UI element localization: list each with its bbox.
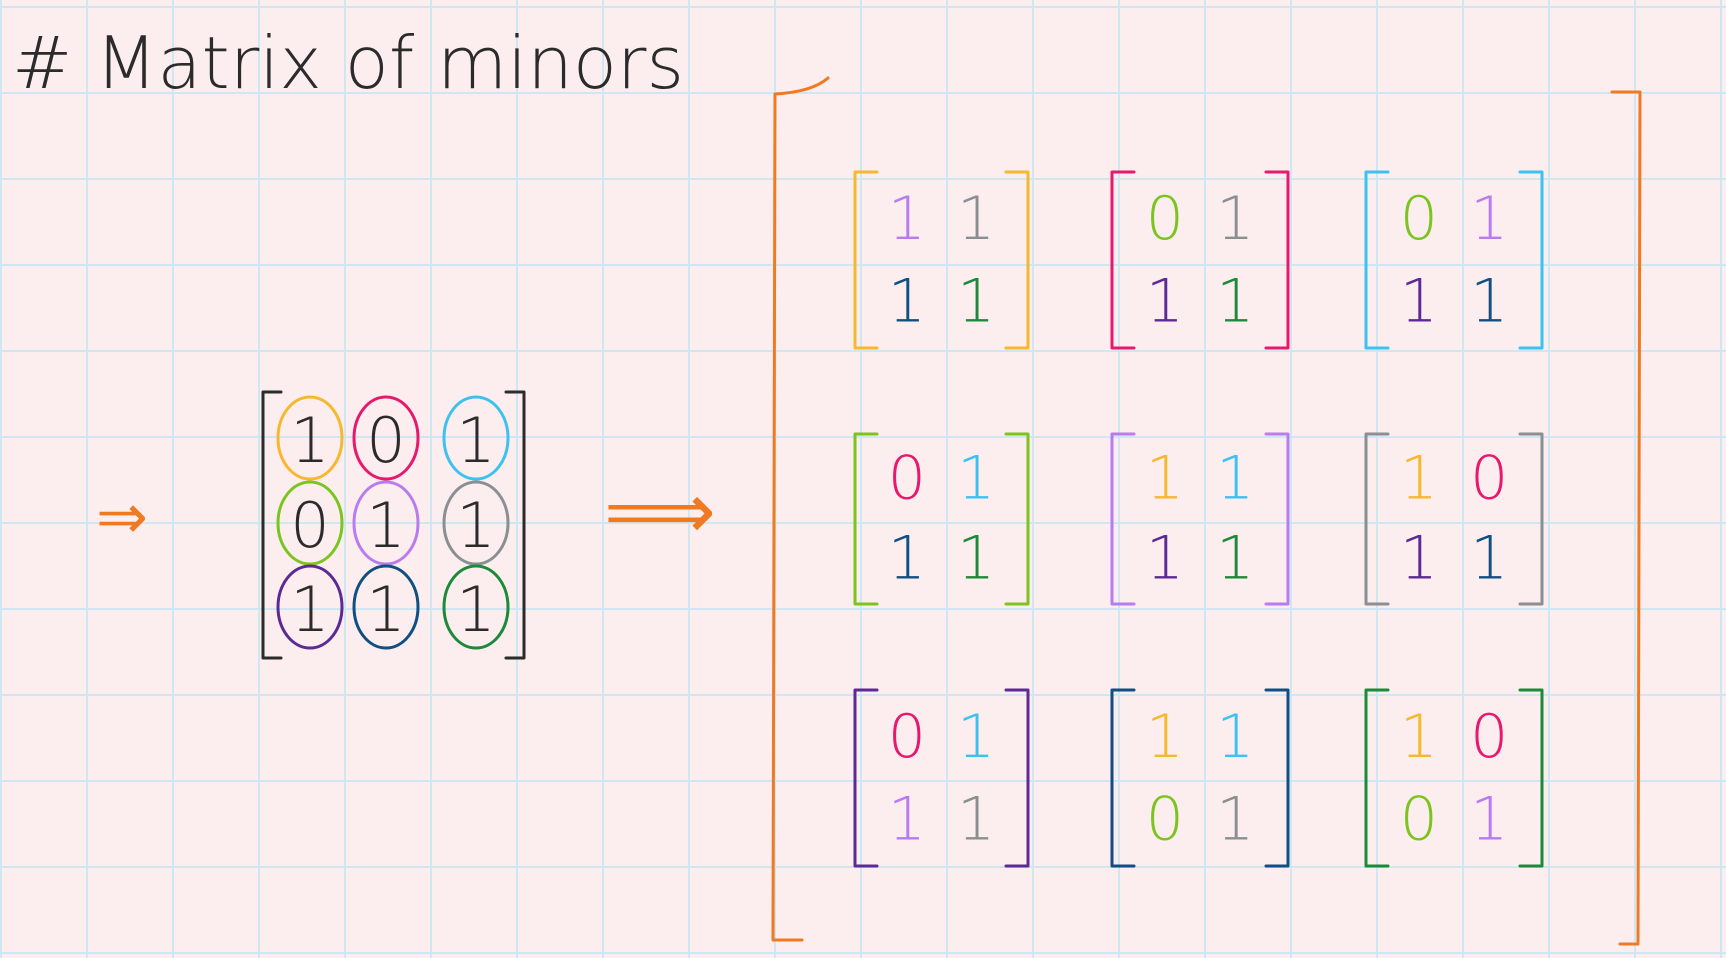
minor-cell-value: 1 — [1470, 184, 1508, 254]
big-right-bracket — [1610, 90, 1642, 946]
page-title: # Matrix of minors — [12, 21, 684, 105]
matrix-cell-value: 1 — [290, 573, 329, 646]
minor-cell-value: 0 — [1146, 184, 1184, 254]
minor-matrix-left-bracket — [853, 688, 879, 868]
matrix-cell-circle — [276, 564, 344, 650]
minor-matrix-right-bracket — [1518, 432, 1544, 606]
minor-cell-value: 1 — [1216, 702, 1254, 772]
minor-cell-value: 0 — [1400, 785, 1438, 855]
minor-cell-value: 1 — [957, 785, 995, 855]
minor-cell-value: 1 — [957, 184, 995, 254]
minor-cell-value: 1 — [1216, 524, 1254, 594]
implies-arrow-small: ⇒ — [96, 480, 148, 553]
minor-cell-value: 1 — [957, 444, 995, 514]
minor-matrix-left-bracket — [1110, 688, 1136, 868]
minor-matrix-left-bracket — [853, 170, 879, 350]
matrix-cell-circle — [352, 564, 420, 650]
matrix-cell-value: 0 — [290, 489, 329, 562]
matrix-cell-value: 1 — [456, 573, 495, 646]
matrix-cell-value: 1 — [366, 489, 405, 562]
minor-cell-value: 0 — [888, 702, 926, 772]
minor-cell-value: 1 — [1216, 785, 1254, 855]
minor-cell-value: 0 — [888, 444, 926, 514]
original-matrix-left-bracket — [261, 390, 283, 660]
minor-matrix-right-bracket — [1518, 170, 1544, 350]
minors-matrix-bracket — [771, 76, 1642, 946]
implies-arrow-large: ⟹ — [604, 467, 716, 557]
minor-cell-value: 1 — [1216, 267, 1254, 337]
matrix-cell-circle — [442, 564, 510, 650]
matrix-cell-value: 1 — [366, 573, 405, 646]
minor-cell-value: 1 — [1216, 444, 1254, 514]
minor-cell-value: 1 — [1216, 184, 1254, 254]
minor-cell-value: 1 — [1146, 267, 1184, 337]
minor-cell-value: 0 — [1400, 184, 1438, 254]
minor-cell-value: 1 — [957, 702, 995, 772]
minor-cell-value: 1 — [888, 524, 926, 594]
minor-cell-value: 1 — [1146, 444, 1184, 514]
matrix-cell-value: 1 — [456, 404, 495, 477]
minor-cell-value: 1 — [957, 267, 995, 337]
minor-cell-value: 0 — [1470, 702, 1508, 772]
minor-matrix-right-bracket — [1004, 688, 1030, 868]
minor-matrix-right-bracket — [1518, 688, 1544, 868]
minor-cell-value: 1 — [888, 267, 926, 337]
matrix-cell-value: 1 — [290, 404, 329, 477]
minor-matrix-left-bracket — [1364, 432, 1390, 606]
matrix-cell-value: 0 — [366, 404, 405, 477]
minor-cell-value: 1 — [1400, 444, 1438, 514]
minor-matrix-left-bracket — [1364, 688, 1390, 868]
minor-matrix-right-bracket — [1264, 688, 1290, 868]
minor-cell-value: 1 — [888, 184, 926, 254]
minor-cell-value: 1 — [1400, 267, 1438, 337]
minor-cell-value: 0 — [1146, 785, 1184, 855]
minor-cell-value: 1 — [1146, 702, 1184, 772]
minor-matrix-left-bracket — [1110, 170, 1136, 350]
minor-cell-value: 1 — [1470, 524, 1508, 594]
minor-cell-value: 1 — [888, 785, 926, 855]
minor-cell-value: 1 — [1146, 524, 1184, 594]
minor-cell-value: 1 — [1470, 785, 1508, 855]
matrix-cell-circle — [442, 480, 510, 566]
minor-cell-value: 1 — [1470, 267, 1508, 337]
minor-matrix-left-bracket — [1364, 170, 1390, 350]
big-left-bracket — [771, 76, 830, 942]
minor-matrix-right-bracket — [1004, 170, 1030, 350]
minor-matrix-left-bracket — [853, 432, 879, 606]
minor-cell-value: 1 — [1400, 524, 1438, 594]
minor-matrix-right-bracket — [1264, 170, 1290, 350]
minor-matrix-left-bracket — [1110, 432, 1136, 606]
minor-matrix-right-bracket — [1264, 432, 1290, 606]
minor-cell-value: 0 — [1470, 444, 1508, 514]
matrix-cell-circle — [352, 480, 420, 566]
matrix-cell-circle — [276, 395, 344, 481]
minor-cell-value: 1 — [1400, 702, 1438, 772]
minor-matrix-right-bracket — [1004, 432, 1030, 606]
original-matrix-right-bracket — [504, 390, 526, 660]
matrix-cell-circle — [352, 395, 420, 481]
matrix-cell-value: 1 — [456, 489, 495, 562]
minor-cell-value: 1 — [957, 524, 995, 594]
matrix-cell-circle — [276, 480, 344, 566]
matrix-cell-circle — [442, 395, 510, 481]
